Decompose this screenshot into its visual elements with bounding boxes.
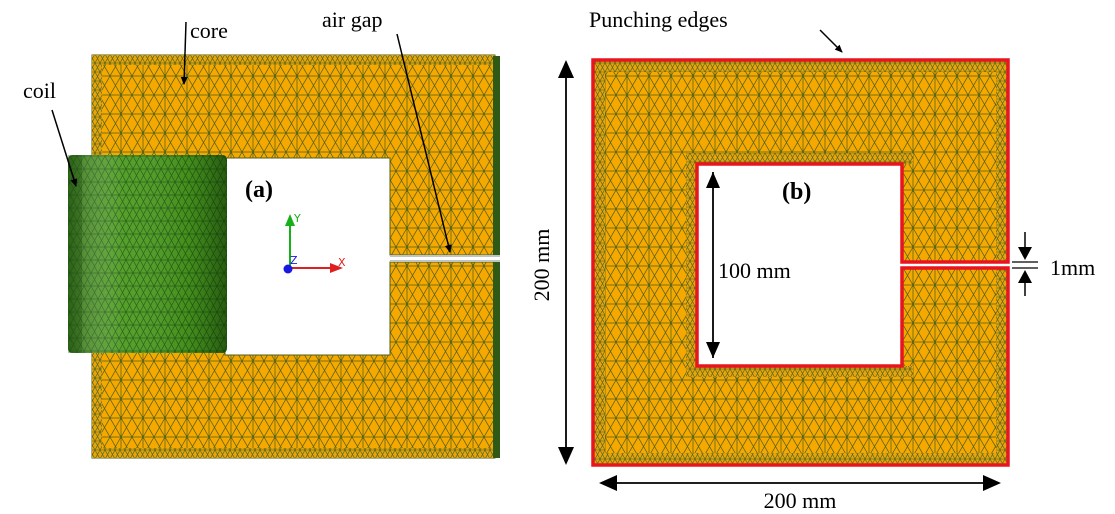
outer-width-label: 200 mm <box>764 488 837 513</box>
punching-edges-leader <box>819 29 843 53</box>
axis-triad: Y X Z <box>283 212 346 274</box>
gap <box>902 262 1008 268</box>
window <box>697 164 902 366</box>
core-edge-bottom <box>92 448 495 458</box>
air-gap-leader <box>396 33 452 253</box>
core-edge-top <box>92 55 495 65</box>
core-side-face <box>493 56 500 255</box>
panel-b: (b) Punching edges 200 mm 200 mm 100 mm … <box>529 7 1095 513</box>
lamination-edge-top <box>593 60 1008 72</box>
axis-y-label: Y <box>293 212 301 225</box>
outer-height-label: 200 mm <box>529 229 554 302</box>
coil <box>68 155 227 353</box>
punching-edges-label: Punching edges <box>589 7 728 32</box>
lamination-edge-right-lower <box>996 268 1008 465</box>
core-leader <box>180 21 188 85</box>
panel-a: Y X Z (a) core coil air gap <box>23 7 500 459</box>
axis-x-label: X <box>338 256 346 269</box>
inner-height-label: 100 mm <box>718 258 791 283</box>
lamination-edge-bottom <box>593 453 1008 465</box>
axis-z-label: Z <box>290 254 298 267</box>
air-gap-label: air gap <box>322 7 382 32</box>
lamination-edge-left <box>593 60 605 465</box>
coil-label: coil <box>23 78 56 103</box>
window-edge-fine-left <box>686 153 697 377</box>
core-side-face-lower <box>493 262 500 458</box>
panel-b-label: (b) <box>782 179 811 205</box>
punching-edge-outline <box>591 58 1010 467</box>
core-label: core <box>190 18 228 43</box>
window-edge-fine-bottom <box>686 366 913 377</box>
lamination-edge-right <box>996 60 1008 262</box>
panel-a-label: (a) <box>245 177 273 203</box>
gap-width-label: 1mm <box>1050 255 1095 280</box>
coil-leader <box>51 109 78 187</box>
window-edge-fine <box>686 153 913 164</box>
air-gap <box>390 255 500 262</box>
